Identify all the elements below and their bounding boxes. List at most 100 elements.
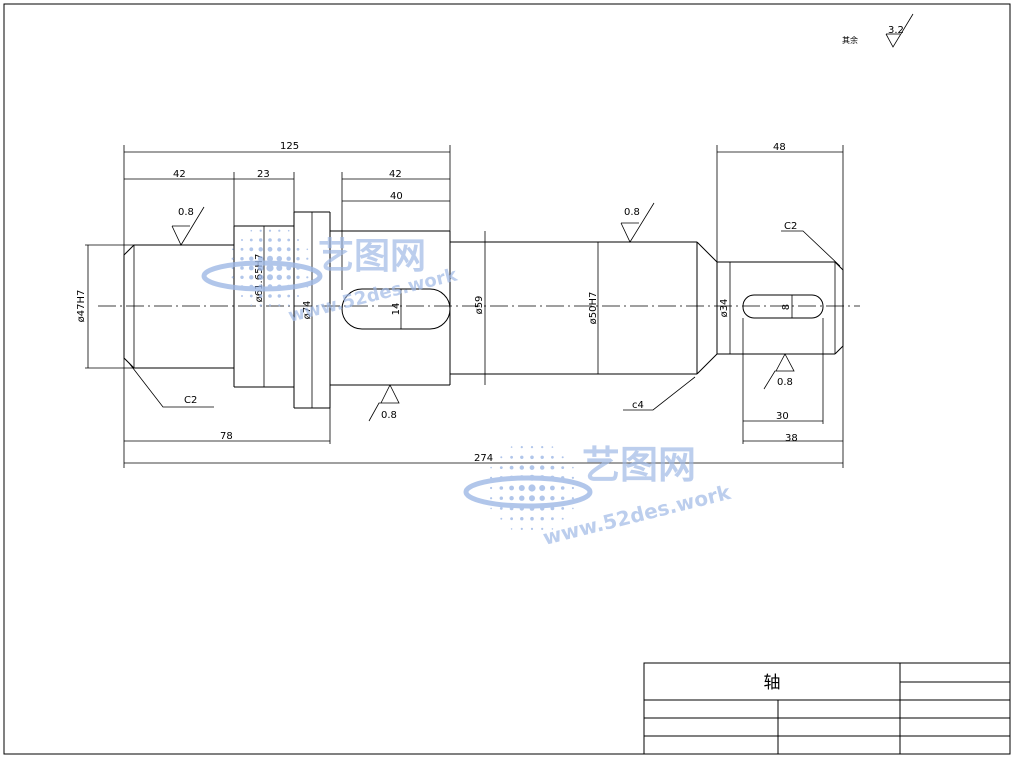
dim-40: 40 [390, 191, 403, 202]
watermark-globe-dot [561, 466, 565, 469]
watermark-globe-dot [306, 248, 309, 251]
watermark-globe-dot [267, 274, 273, 281]
watermark-globe-dot [499, 466, 503, 469]
watermark-globe-dot [551, 517, 554, 521]
watermark-globe-dot [258, 247, 263, 252]
watermark-globe-dot [231, 266, 234, 270]
watermark-globe-dot [551, 455, 554, 459]
watermark-globe-dot [541, 527, 544, 531]
watermark-globe-dot [259, 238, 263, 242]
watermark-globe-dot [561, 456, 564, 459]
watermark-globe-dot [499, 507, 503, 510]
watermark-globe-dot [561, 496, 565, 500]
watermark-globe-dot [249, 238, 253, 242]
watermark-globe-dot [240, 275, 244, 279]
watermark-globe-dot [250, 304, 253, 307]
watermark-globe-dot [499, 476, 503, 480]
watermark-globe-dot [540, 517, 544, 521]
watermark-2-url: www.52des.work [540, 480, 733, 550]
watermark-globe-dot [529, 495, 535, 502]
watermark-globe-dot [550, 475, 555, 480]
roughness-value-2: 0.8 [624, 207, 640, 218]
watermark-globe-dot [287, 294, 291, 298]
watermark-globe-dot [528, 484, 536, 492]
roughness-value-1: 0.8 [178, 207, 194, 218]
watermark-globe-dot [249, 256, 254, 261]
watermark-globe-dot [240, 257, 244, 261]
roughness-value-4: 0.8 [777, 377, 793, 388]
watermark-globe-dot [550, 465, 555, 470]
watermark-globe-dot [286, 256, 291, 261]
watermark-globe-dot [306, 285, 309, 288]
roughness-symbol-4: 0.8 [763, 353, 795, 390]
watermark-globe-dot [572, 466, 574, 469]
watermark-globe-dot [287, 229, 290, 232]
dim-48: 48 [773, 142, 786, 153]
watermark-globe-dot [509, 496, 514, 501]
watermark-globe-dot [530, 455, 534, 460]
drawing-border [3, 3, 1011, 755]
watermark-globe-dot [259, 294, 263, 298]
watermark-2: 艺图网 www.52des.work [463, 443, 734, 550]
dim-42-keyway: 42 [389, 169, 402, 180]
watermark-globe-dot [231, 276, 234, 279]
watermark-globe-dot [572, 507, 574, 510]
watermark-globe-dot [530, 516, 534, 521]
watermark-globe-dot [530, 446, 534, 449]
dim-phi50: ø50H7 [588, 292, 599, 325]
watermark-globe-dot [268, 238, 272, 242]
watermark-globe-dot [550, 496, 555, 501]
watermark-globe-dot [276, 265, 283, 271]
watermark-globe-dot [277, 238, 281, 242]
watermark-globe-dot [286, 275, 291, 280]
watermark-globe-dot [510, 528, 513, 530]
dim-30: 30 [776, 411, 789, 422]
watermark-globe-dot [550, 485, 555, 491]
watermark-globe-dot [490, 486, 493, 490]
dim-42-left: 42 [173, 169, 186, 180]
watermark-globe-dot [561, 476, 565, 480]
watermark-globe-dot [240, 285, 244, 289]
watermark-globe-dot [500, 456, 503, 459]
chamfer-c2-left: C2 [184, 395, 197, 406]
watermark-globe-dot [286, 247, 291, 252]
watermark-globe-dot [277, 294, 281, 298]
dim-phi59: ø59 [474, 296, 485, 315]
watermark-globe-dot [519, 465, 524, 470]
watermark-globe-dot [499, 486, 504, 490]
watermark-globe-dot [267, 246, 273, 252]
watermark-globe-dot [550, 506, 555, 511]
keyway-left [341, 288, 451, 330]
watermark-globe-dot [560, 486, 565, 490]
watermark-globe-dot [509, 475, 514, 480]
watermark-globe-dot [297, 239, 299, 241]
diameter-dim-lines [85, 212, 793, 408]
surface-note-roughness-symbol: 3.2 [885, 13, 914, 48]
watermark-globe-dot [249, 294, 253, 298]
watermark-globe-dot [268, 229, 272, 232]
dim-14: 14 [391, 303, 402, 316]
watermark-globe-dot [240, 247, 244, 251]
watermark-globe-dot [257, 265, 264, 271]
watermark-1: 艺图网 www.52des.work [201, 229, 460, 327]
watermark-globe-dot [490, 476, 493, 479]
watermark-globe-dot [259, 304, 262, 307]
watermark-globe-dot [571, 476, 575, 479]
dim-78: 78 [220, 431, 233, 442]
watermark-globe-dot [499, 496, 503, 500]
chamfer-leaders [128, 230, 841, 411]
watermark-globe-dot [286, 284, 291, 289]
watermark-globe-dot [231, 285, 234, 288]
watermark-globe-dot [561, 507, 565, 510]
dim-phi74: ø74 [302, 301, 313, 320]
watermark-globe-dot [278, 229, 281, 232]
watermark-globe-dot [231, 248, 234, 251]
watermark-globe-dot [541, 446, 544, 449]
watermark-globe-dot [306, 266, 309, 270]
watermark-globe-dot [287, 304, 290, 307]
watermark-globe-dot [519, 506, 524, 511]
surface-note-roughness-value: 3.2 [888, 25, 904, 36]
title-block-part-name: 轴 [764, 673, 781, 693]
watermark-globe-dot [519, 475, 525, 481]
watermark-globe-dot [510, 517, 513, 521]
